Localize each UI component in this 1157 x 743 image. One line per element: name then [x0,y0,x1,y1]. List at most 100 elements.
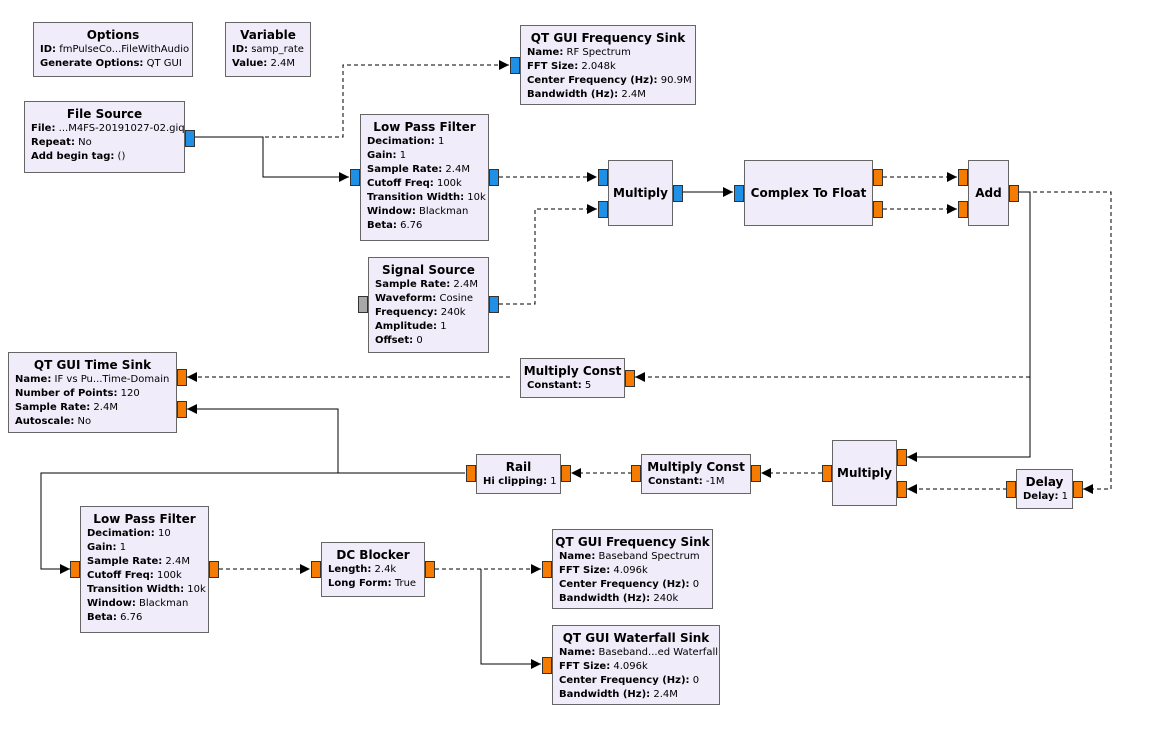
input-port[interactable] [561,465,571,482]
input-port-0[interactable] [177,369,187,386]
output-port[interactable] [673,185,683,202]
param-value: Cosine [439,293,474,304]
param-row: Sample Rate: 2.4M [9,401,176,415]
block-title: Multiply [837,466,892,480]
param-value: 2.4M [621,89,646,100]
param-value: samp_rate [251,44,304,55]
param-key: Waveform: [375,293,437,304]
input-port[interactable] [1073,481,1083,498]
param-row: Amplitude: 1 [369,320,488,334]
input-port[interactable] [70,561,80,578]
output-port[interactable] [209,561,219,578]
input-port-0[interactable] [958,169,968,186]
param-value: Baseband Spectrum [598,551,700,562]
output-port-1[interactable] [873,201,883,218]
block-title: Add [975,186,1002,200]
output-port-0[interactable] [873,169,883,186]
param-value: 10k [467,192,486,203]
input-port[interactable] [542,657,552,674]
output-port[interactable] [822,465,832,482]
param-key: Constant: [527,380,582,391]
block-time-sink[interactable]: QT GUI Time Sink Name: IF vs Pu...Time-D… [8,352,187,433]
output-port[interactable] [1009,185,1019,202]
input-port[interactable] [625,370,635,387]
input-port[interactable] [350,169,360,186]
param-value: 6.76 [400,220,423,231]
param-row: ID: samp_rate [226,43,310,57]
param-value: 4.096k [613,565,648,576]
input-port[interactable] [311,561,321,578]
input-port[interactable] [542,561,552,578]
param-row: Center Frequency (Hz): 0 [553,674,719,688]
input-port[interactable] [751,465,761,482]
message-port[interactable] [358,296,368,313]
param-key: Repeat: [31,137,75,148]
output-port[interactable] [425,561,435,578]
param-value: QT GUI [146,58,182,69]
block-rail[interactable]: Rail Hi clipping: 1 [466,454,571,494]
param-key: Cutoff Freq: [367,178,434,189]
param-key: Gain: [367,150,397,161]
param-row: Cutoff Freq: 100k [81,569,208,583]
param-value: 1 [438,136,445,147]
param-row: Beta: 6.76 [81,611,208,625]
input-port-1[interactable] [177,401,187,418]
block-complex-to-float[interactable]: Complex To Float [734,160,883,226]
block-waterfall-sink[interactable]: QT GUI Waterfall Sink Name: Baseband...e… [542,625,720,705]
block-add[interactable]: Add [958,160,1019,226]
param-key: Sample Rate: [375,279,451,290]
output-port[interactable] [489,296,499,313]
input-port-0[interactable] [598,169,608,186]
output-port[interactable] [466,465,476,482]
param-value: 2.048k [581,61,616,72]
block-title: QT GUI Time Sink [33,358,152,372]
block-multiply-1[interactable]: Multiply [598,160,683,226]
input-port-1[interactable] [958,201,968,218]
block-multiply-const-2[interactable]: Multiply Const Constant: -1M [631,454,761,494]
input-port[interactable] [510,57,520,74]
input-port[interactable] [734,185,744,202]
param-value: 2.4M [270,58,295,69]
block-multiply-const-1[interactable]: Multiply Const Constant: 5 [520,358,635,398]
param-row: Name: Baseband...ed Waterfall [553,646,719,660]
block-delay[interactable]: Delay Delay: 1 [1006,469,1083,509]
param-value: Baseband...ed Waterfall [598,647,719,658]
output-port[interactable] [631,465,641,482]
param-row: Gain: 1 [81,541,208,555]
output-port[interactable] [185,130,195,147]
param-value: 5 [584,380,592,391]
param-row: Decimation: 1 [361,135,488,149]
param-row: Generate Options: QT GUI [34,57,192,71]
block-multiply-2[interactable]: Multiply [822,440,907,506]
param-row: Frequency: 240k [369,306,488,320]
param-value: () [117,151,126,162]
param-row: Number of Points: 120 [9,387,176,401]
block-title: Signal Source [382,263,475,277]
param-key: Bandwidth (Hz): [527,89,619,100]
param-key: Decimation: [367,136,435,147]
param-row: Center Frequency (Hz): 90.9M [521,74,695,88]
wire-file-to-rfsink [195,60,509,138]
input-port-0[interactable] [897,449,907,466]
param-key: Frequency: [375,307,438,318]
param-value: 120 [120,388,140,399]
block-file-source[interactable]: File Source File: ...M4FS-20191027-02.gi… [24,101,195,173]
param-row: Name: IF vs Pu...Time-Domain [9,373,176,387]
param-key: Amplitude: [375,321,438,332]
param-value: 1 [1061,491,1069,502]
input-port-1[interactable] [897,481,907,498]
output-port[interactable] [489,169,499,186]
output-port[interactable] [1006,481,1016,498]
param-row: Constant: -1M [642,475,750,489]
block-freq-sink-baseband[interactable]: QT GUI Frequency Sink Name: Baseband Spe… [542,529,713,609]
input-port-1[interactable] [598,201,608,218]
param-row: Center Frequency (Hz): 0 [553,578,712,592]
param-value: ...M4FS-20191027-02.giq [58,123,185,134]
